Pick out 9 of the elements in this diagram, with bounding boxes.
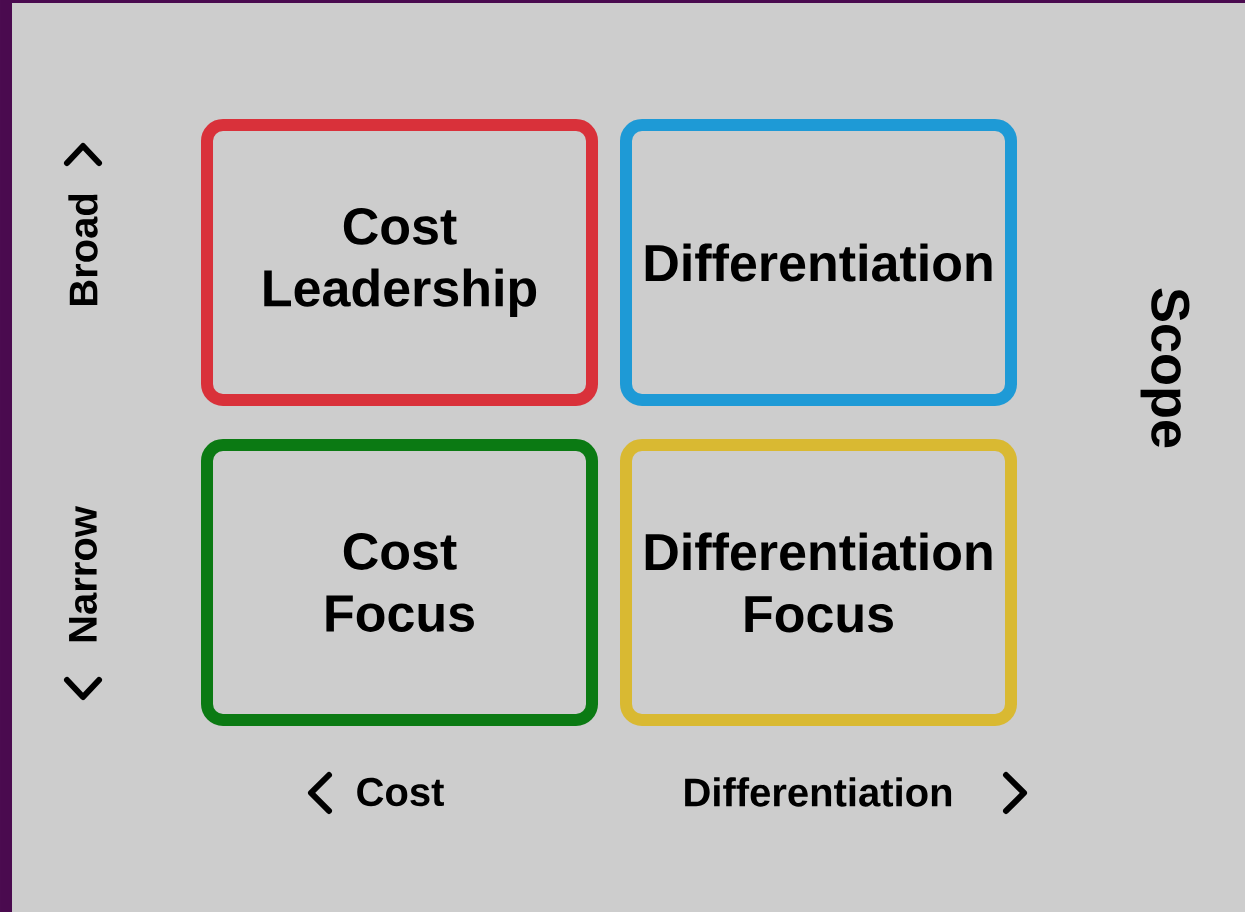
strategy-box: Differentiation — [620, 119, 1017, 406]
strategy-box: Cost Leadership — [201, 119, 598, 406]
axis-label: Differentiation — [685, 777, 952, 807]
axis-label: Cost — [357, 777, 444, 807]
axis-label: Broad — [68, 194, 98, 306]
axis-label: Scope — [1140, 288, 1190, 448]
strategy-box: Cost Focus — [201, 439, 598, 726]
axis-label: Narrow — [69, 506, 97, 642]
strategy-box: Differentiation Focus — [620, 439, 1017, 726]
